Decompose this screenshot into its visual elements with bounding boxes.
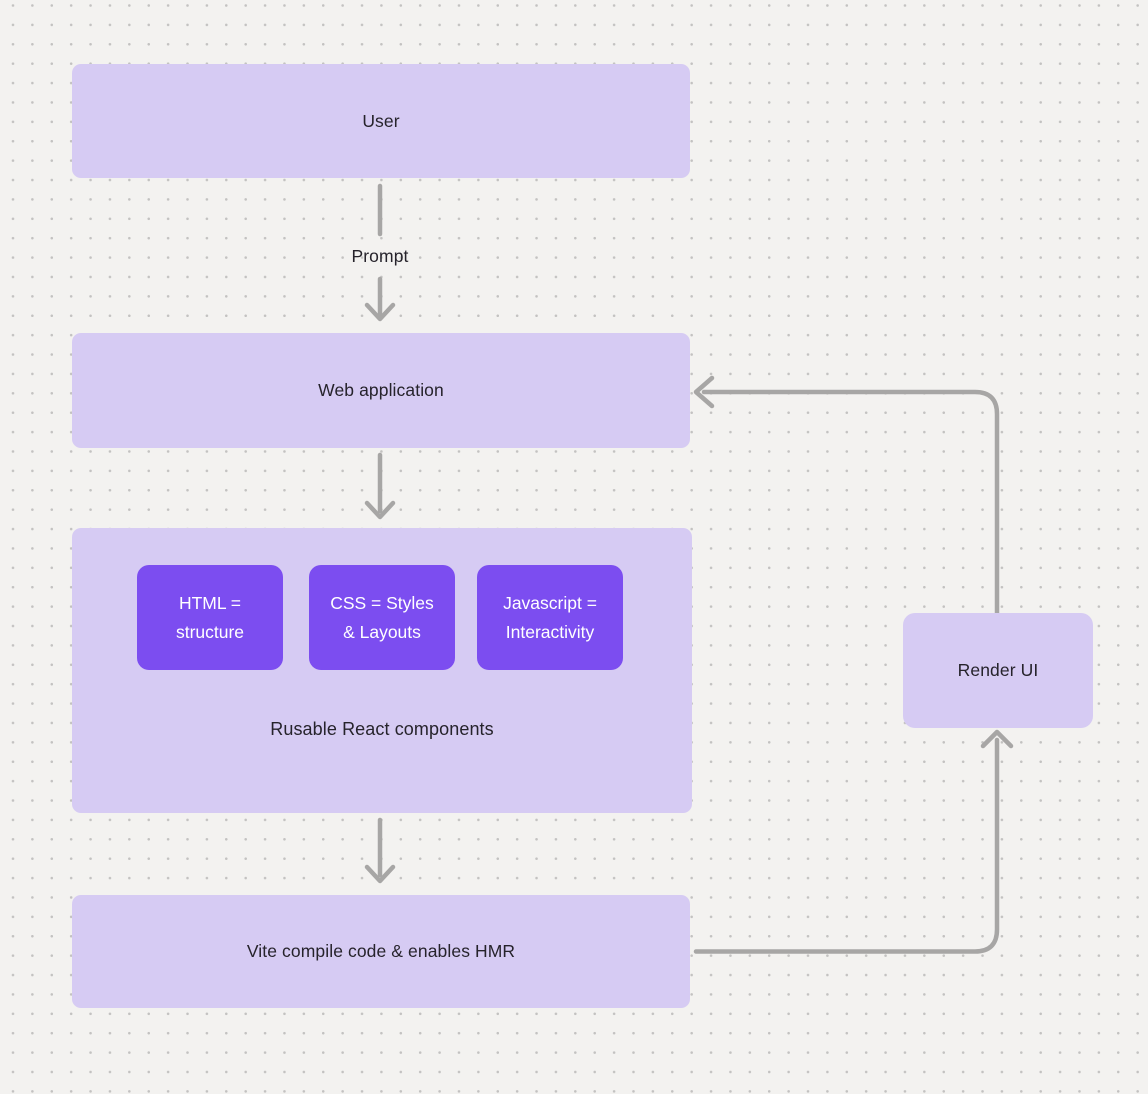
node-web-application-label: Web application bbox=[318, 380, 444, 400]
arrowhead-left-webapp bbox=[693, 375, 715, 409]
arrowhead-down-webapp bbox=[364, 302, 396, 322]
node-vite[interactable]: Vite compile code & enables HMR bbox=[72, 895, 690, 1008]
connector-prompt-to-webapp[interactable] bbox=[364, 276, 396, 322]
node-component-javascript[interactable]: Javascript = Interactivity bbox=[477, 565, 623, 670]
connector-renderui-to-webapp[interactable] bbox=[693, 375, 1000, 616]
component-css-label: CSS = Styles & Layouts bbox=[330, 592, 434, 642]
connector-vite-to-renderui[interactable] bbox=[693, 729, 1014, 954]
node-render-ui[interactable]: Render UI bbox=[903, 613, 1093, 728]
component-javascript-label: Javascript = Interactivity bbox=[503, 592, 597, 642]
node-render-ui-label: Render UI bbox=[957, 660, 1039, 680]
node-component-html[interactable]: HTML = structure bbox=[137, 565, 283, 670]
connector-webapp-to-components[interactable] bbox=[364, 452, 396, 520]
arrowhead-down-components bbox=[364, 500, 396, 520]
arrowhead-down-vite bbox=[364, 864, 396, 884]
arrowhead-up-renderui bbox=[980, 729, 1014, 749]
node-web-application[interactable]: Web application bbox=[72, 333, 690, 448]
node-user-label: User bbox=[362, 110, 400, 131]
components-group-caption: Rusable React components bbox=[270, 719, 494, 739]
edge-label-prompt[interactable]: Prompt bbox=[351, 246, 409, 266]
component-html-label: HTML = structure bbox=[175, 592, 245, 642]
node-user[interactable]: User bbox=[72, 64, 690, 178]
connector-components-to-vite[interactable] bbox=[364, 817, 396, 884]
node-vite-label: Vite compile code & enables HMR bbox=[246, 941, 516, 961]
node-component-css[interactable]: CSS = Styles & Layouts bbox=[309, 565, 455, 670]
